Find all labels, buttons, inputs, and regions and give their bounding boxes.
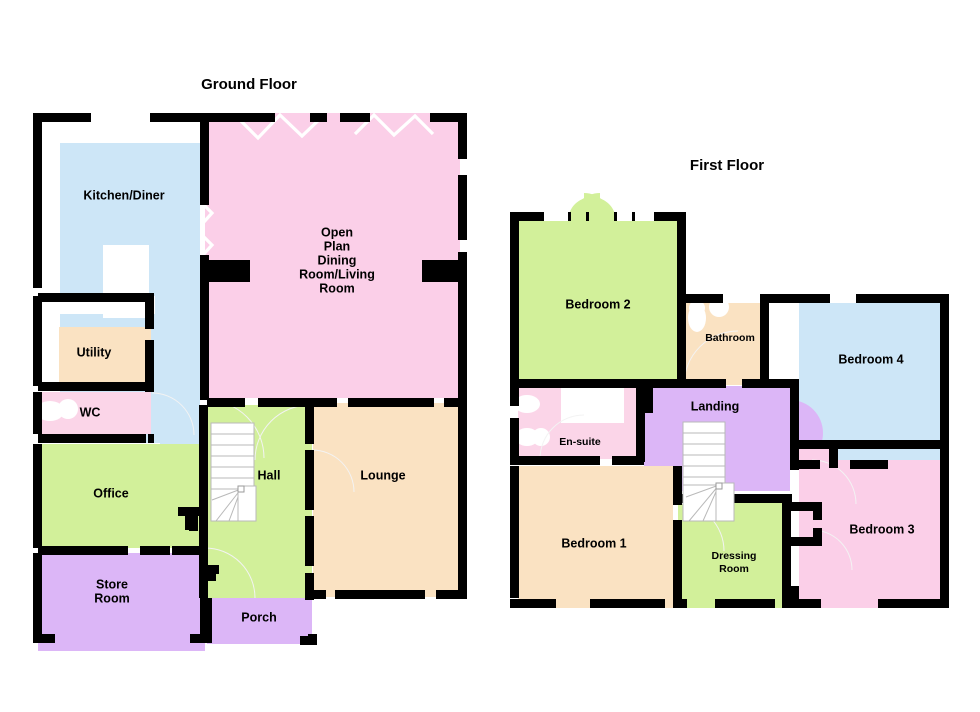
open-plan-line-2: Plan bbox=[324, 239, 350, 253]
first-floor-title: First Floor bbox=[690, 157, 764, 174]
first-floor-staircase bbox=[682, 421, 735, 522]
plan-text-labels: Ground Floor First Floor Kitchen/Diner O… bbox=[77, 76, 915, 624]
ceiling-zigzag-marks bbox=[201, 112, 435, 257]
room-label-store-room: Store Room bbox=[94, 577, 129, 605]
room-label-office: Office bbox=[93, 486, 128, 500]
room-fill-store-room bbox=[38, 553, 205, 651]
room-label-en-suite: En-suite bbox=[559, 436, 601, 448]
room-label-lounge: Lounge bbox=[360, 468, 405, 482]
ground-floor-title: Ground Floor bbox=[201, 76, 297, 93]
ground-floor-walls bbox=[33, 113, 467, 645]
dressing-room-line-1: Dressing bbox=[712, 550, 757, 562]
room-fill-open-plan bbox=[205, 113, 460, 398]
ground-floor-group bbox=[33, 112, 467, 651]
open-plan-line-1: Open bbox=[321, 225, 353, 239]
first-floor-walls bbox=[510, 212, 949, 608]
ground-floor-staircase bbox=[210, 422, 257, 522]
room-fill-bedroom-1 bbox=[518, 466, 673, 608]
dressing-room-line-2: Room bbox=[719, 563, 749, 575]
room-label-bedroom-3: Bedroom 3 bbox=[849, 522, 914, 536]
room-label-bedroom-2: Bedroom 2 bbox=[565, 297, 630, 311]
ground-floor-room-fills bbox=[38, 113, 460, 651]
room-label-dressing-room: Dressing Room bbox=[712, 550, 757, 575]
open-plan-line-4: Room/Living bbox=[299, 267, 375, 281]
room-label-hall: Hall bbox=[258, 468, 281, 482]
room-fill-en-suite bbox=[514, 386, 642, 459]
room-fill-porch bbox=[207, 598, 312, 644]
room-label-utility: Utility bbox=[77, 345, 112, 359]
room-fill-bathroom bbox=[684, 297, 760, 385]
room-fill-bedroom-4 bbox=[799, 303, 940, 460]
first-floor-group bbox=[510, 193, 949, 608]
store-room-line-1: Store bbox=[96, 577, 128, 591]
room-label-bathroom: Bathroom bbox=[705, 332, 755, 344]
room-label-landing: Landing bbox=[691, 399, 740, 413]
room-fill-lounge bbox=[313, 403, 460, 597]
room-label-kitchen-diner: Kitchen/Diner bbox=[83, 188, 164, 202]
room-label-bedroom-4: Bedroom 4 bbox=[838, 352, 903, 366]
room-label-open-plan: Open Plan Dining Room/Living Room bbox=[299, 225, 375, 295]
room-fill-office bbox=[38, 444, 205, 548]
open-plan-line-5: Room bbox=[319, 281, 354, 295]
room-label-porch: Porch bbox=[241, 610, 276, 624]
wc-fixtures bbox=[36, 399, 78, 421]
first-floor-room-fills bbox=[514, 193, 940, 608]
room-label-wc: WC bbox=[80, 405, 101, 419]
room-fill-utility bbox=[59, 327, 151, 385]
room-fill-bedroom-2 bbox=[519, 193, 677, 386]
open-plan-line-3: Dining bbox=[318, 253, 357, 267]
room-label-bedroom-1: Bedroom 1 bbox=[561, 536, 626, 550]
store-room-line-2: Room bbox=[94, 591, 129, 605]
